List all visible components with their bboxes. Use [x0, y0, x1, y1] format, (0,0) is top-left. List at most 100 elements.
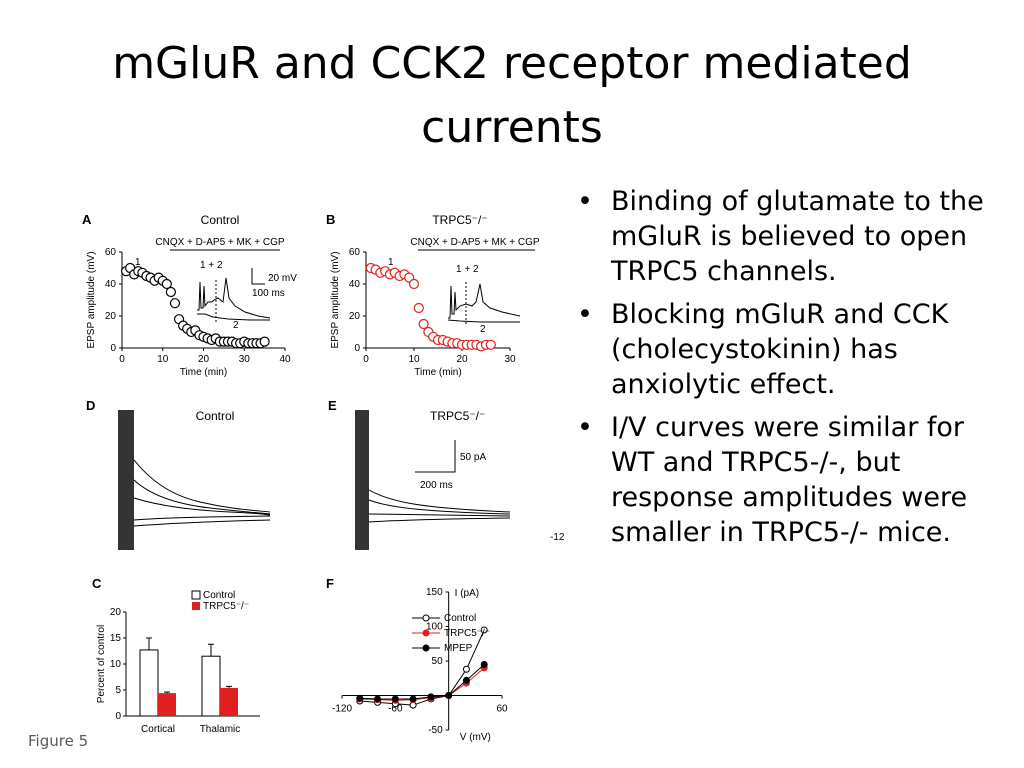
- slide-title: mGluR and CCK2 receptor mediated current…: [112, 38, 912, 153]
- panel-d-trace-5: [133, 519, 271, 527]
- legend-marker: [422, 629, 430, 637]
- data-point: [374, 695, 382, 703]
- panel-label-d: D: [86, 398, 95, 413]
- panel-a-scale-t: 100 ms: [252, 288, 285, 299]
- x-tick-label: -120: [332, 704, 352, 715]
- panel-a-points: [120, 262, 270, 349]
- x-tick-label: 10: [157, 354, 169, 365]
- bullet-dot-icon: •: [577, 299, 593, 330]
- y-axis-label: Percent of control: [96, 625, 107, 703]
- panel-e-trace-2: [368, 499, 511, 515]
- panel-e-trace-1: [368, 489, 511, 513]
- bullet-item: • I/V curves were similar for WT and TRPC…: [575, 410, 1015, 550]
- y-axis-label: EPSP amplitude (mV): [86, 251, 97, 348]
- legend-label: Control: [444, 613, 476, 624]
- legend-marker: [422, 614, 430, 622]
- y-tick-label: 150: [426, 587, 443, 598]
- panel-b-inset-label-top: 1 + 2: [456, 264, 479, 275]
- x-tick-label: 0: [363, 354, 369, 365]
- panel-a-scale-bar: [251, 268, 265, 285]
- data-point: [408, 278, 420, 290]
- data-point: [485, 339, 496, 350]
- bullet-text: I/V curves were similar for WT and TRPC5…: [611, 412, 968, 548]
- panel-e-title: TRPC5⁻/⁻: [430, 409, 485, 423]
- x-axis-label: V (mV): [460, 732, 491, 743]
- y-tick-label: -50: [428, 725, 443, 736]
- legend-label: TRPC5⁻/⁻: [444, 628, 490, 639]
- y-tick-label: 20: [110, 607, 122, 618]
- panel-d-trace-4: [133, 515, 271, 521]
- y-tick-label: 0: [354, 343, 360, 354]
- x-tick-label: 60: [496, 704, 508, 715]
- panel-f-lines: [356, 626, 488, 709]
- panel-label-a: A: [82, 212, 92, 227]
- bullet-item: •Binding of glutamate to the mGluR is be…: [575, 184, 1015, 289]
- bar: [158, 693, 176, 716]
- y-tick-label: 20: [349, 311, 361, 322]
- data-point: [413, 302, 424, 314]
- x-axis-label: Time (min): [414, 367, 461, 378]
- bullet-dot-icon: •: [577, 186, 593, 217]
- panel-e-cut-text: -12: [550, 532, 565, 543]
- bar: [201, 655, 221, 717]
- panel-b-drug-bar-label: CNQX + D-AP5 + MK + CGP: [410, 237, 540, 248]
- y-tick-label: 60: [349, 247, 361, 258]
- figure-caption: Figure 5: [28, 732, 89, 750]
- data-point: [161, 278, 172, 290]
- data-point: [418, 318, 429, 330]
- data-point: [480, 660, 488, 668]
- data-point: [445, 692, 453, 699]
- legend-swatch: [191, 590, 201, 600]
- panel-b-inset-trace-2: [447, 319, 520, 323]
- panel-b-points: [365, 262, 496, 352]
- data-point: [462, 676, 470, 684]
- data-point: [409, 695, 417, 703]
- panel-e-scale-bar: [415, 440, 456, 473]
- panel-e-trace-4: [368, 517, 511, 523]
- panel-label-f: F: [326, 576, 334, 591]
- x-tick-label: 0: [119, 354, 125, 365]
- panel-e-current-traces-trpc5: E TRPC5⁻/⁻ 50 pA 200 ms -12: [328, 398, 565, 550]
- data-point: [259, 336, 270, 347]
- y-tick-label: 20: [105, 311, 117, 322]
- bar: [139, 649, 159, 717]
- data-point: [462, 665, 470, 673]
- x-tick-label: -60: [388, 704, 403, 715]
- legend-swatch: [192, 602, 200, 610]
- panel-a-scale-v: 20 mV: [268, 273, 297, 284]
- x-axis-label: Time (min): [180, 367, 227, 378]
- panel-e-trace-3: [368, 513, 511, 517]
- bullet-dot-icon: •: [577, 412, 593, 443]
- x-tick-label: 30: [239, 354, 251, 365]
- y-tick-label: 0: [110, 343, 116, 354]
- panel-b-point-label-1: 1: [388, 257, 394, 268]
- y-tick-label: 0: [115, 711, 121, 722]
- y-tick-label: 10: [110, 659, 122, 670]
- panel-a-point-label-1: 1: [135, 257, 141, 268]
- panel-e-scale-i: 50 pA: [460, 452, 486, 463]
- bullet-text: Blocking mGluR and CCK (cholecystokinin)…: [611, 299, 949, 400]
- x-tick-label: 10: [408, 354, 420, 365]
- panel-a-inset-trace: [197, 277, 271, 319]
- panel-e-stim-artifact: [355, 410, 369, 550]
- data-point: [427, 693, 435, 701]
- y-axis-label: I (pA): [455, 588, 479, 599]
- panel-e-scale-t: 200 ms: [420, 480, 453, 491]
- y-tick-label: 50: [432, 656, 444, 667]
- panel-label-c: C: [92, 576, 102, 591]
- data-point: [480, 626, 488, 634]
- panel-d-trace-2: [133, 479, 271, 515]
- panel-d-stim-artifact: [118, 410, 134, 550]
- legend-label: MPEP: [444, 643, 473, 654]
- bar: [220, 687, 238, 716]
- x-tick-label: 30: [504, 354, 516, 365]
- data-point: [169, 298, 181, 309]
- y-tick-label: 40: [349, 279, 361, 290]
